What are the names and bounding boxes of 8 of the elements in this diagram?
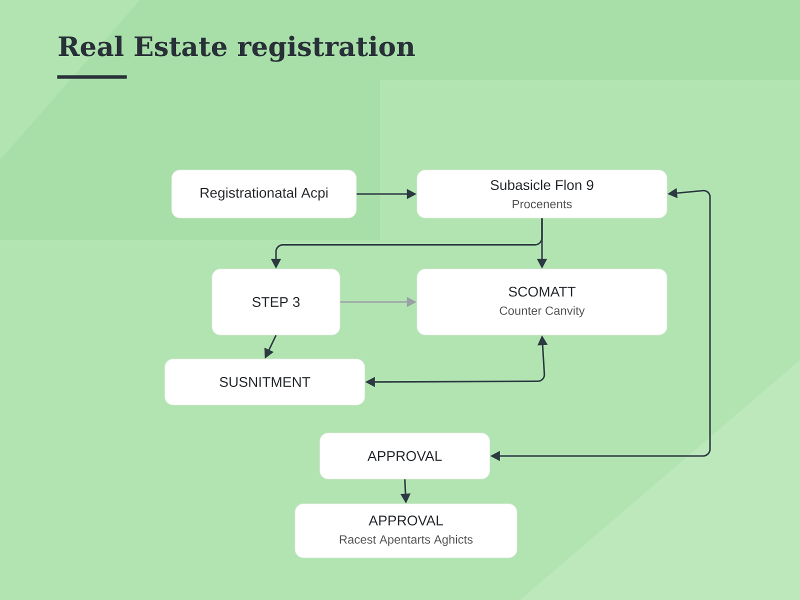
process-box: STEP 3 <box>212 268 340 336</box>
process-box: Registrationatal Acpi <box>171 170 357 218</box>
process-box: SUSNITMENT <box>164 358 366 406</box>
process-box: APPROVAL <box>320 432 490 480</box>
process-box: APPROVAL Racest Apentarts Aghicts <box>294 504 518 558</box>
title: Real Estate registration <box>58 36 415 62</box>
process-box: Subasicle Flon 9 Procenents <box>416 170 668 218</box>
process-box: SCOMATT Counter Canvity <box>416 268 668 336</box>
